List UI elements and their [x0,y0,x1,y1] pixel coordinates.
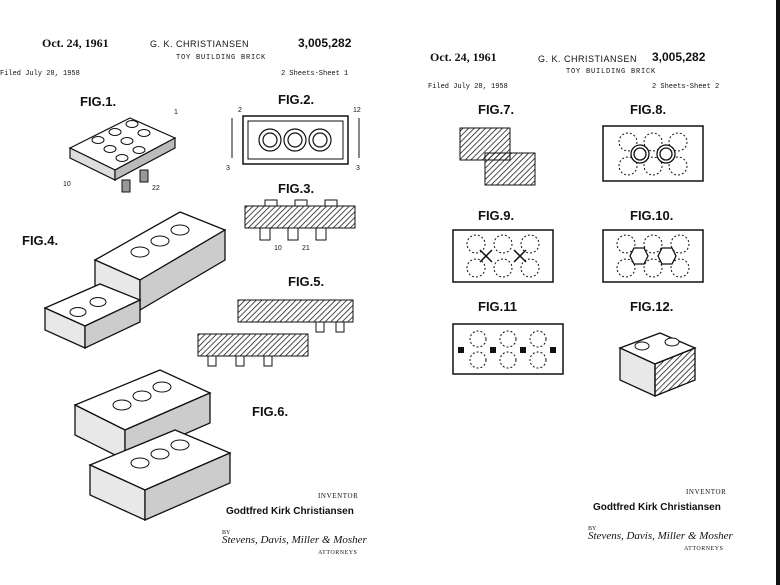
sheet1-title: TOY BUILDING BRICK [176,54,266,62]
svg-text:21: 21 [302,245,310,252]
fig-8-label: FIG.8. [630,102,666,117]
fig-2-plan-drawing: 3 3 2 12 [228,108,363,170]
fig-12-label: FIG.12. [630,299,673,314]
sheet2-inventor-label: INVENTOR [686,488,726,496]
sheet1-inventor-label: INVENTOR [318,492,358,500]
sheet2-sheet-count: 2 Sheets-Sheet 2 [652,83,719,91]
svg-text:2: 2 [238,107,242,114]
fig-5-section-drawing [198,290,363,370]
sheet1-date: Oct. 24, 1961 [42,36,109,51]
sheet1-inventor-name: Godtfred Kirk Christiansen [226,506,354,517]
sheet2-attorneys-label: ATTORNEYS [684,546,723,552]
patent-sheet-1: Oct. 24, 1961 G. K. CHRISTIANSEN 3,005,2… [0,0,382,585]
fig-7-section-drawing [450,118,555,198]
fig-12-cutaway-drawing [610,318,705,403]
sheet1-patent-number: 3,005,282 [298,36,351,50]
fig-9-label: FIG.9. [478,208,514,223]
svg-text:1: 1 [174,109,178,116]
svg-text:10: 10 [63,181,71,188]
fig-6-interlocking-bricks-drawing [60,365,250,525]
patent-sheet-2: Oct. 24, 1961 G. K. CHRISTIANSEN 3,005,2… [398,0,768,585]
svg-text:22: 22 [152,185,160,192]
sheet2-filed: Filed July 28, 1958 [428,83,508,91]
fig-9-plan-drawing [448,222,563,292]
fig-1-brick-drawing: 10 22 1 [60,108,180,193]
sheet1-attorneys-label: ATTORNEYS [318,550,357,556]
sheet1-sheet-count: 2 Sheets-Sheet 1 [281,70,348,78]
sheet2-inventor-name: Godtfred Kirk Christiansen [593,502,721,513]
fig-3-section-drawing: 1021 [240,196,360,248]
fig-3-label: FIG.3. [278,181,314,196]
sheet2-date: Oct. 24, 1961 [430,50,497,65]
fig-7-label: FIG.7. [478,102,514,117]
fig-1-label: FIG.1. [80,94,116,109]
sheet1-filed: Filed July 28, 1958 [0,70,80,78]
svg-text:3: 3 [226,165,230,172]
scan-edge-border [776,0,780,585]
sheet1-attorney-signature: Stevens, Davis, Miller & Mosher [222,534,367,546]
svg-text:10: 10 [274,245,282,252]
sheet2-title: TOY BUILDING BRICK [566,68,656,76]
sheet2-patent-number: 3,005,282 [652,50,705,64]
fig-8-plan-drawing [598,118,713,193]
fig-6-label: FIG.6. [252,404,288,419]
fig-11-plan-drawing [448,314,568,384]
fig-2-label: FIG.2. [278,92,314,107]
fig-5-label: FIG.5. [288,274,324,289]
fig-10-label: FIG.10. [630,208,673,223]
fig-10-plan-drawing [598,222,713,292]
svg-text:3: 3 [356,165,360,172]
sheet1-inventor-header: G. K. CHRISTIANSEN [150,39,249,49]
fig-11-label: FIG.11 [478,299,517,314]
svg-text:12: 12 [353,107,361,114]
sheet2-attorney-signature: Stevens, Davis, Miller & Mosher [588,530,733,542]
sheet2-inventor-header: G. K. CHRISTIANSEN [538,54,637,64]
